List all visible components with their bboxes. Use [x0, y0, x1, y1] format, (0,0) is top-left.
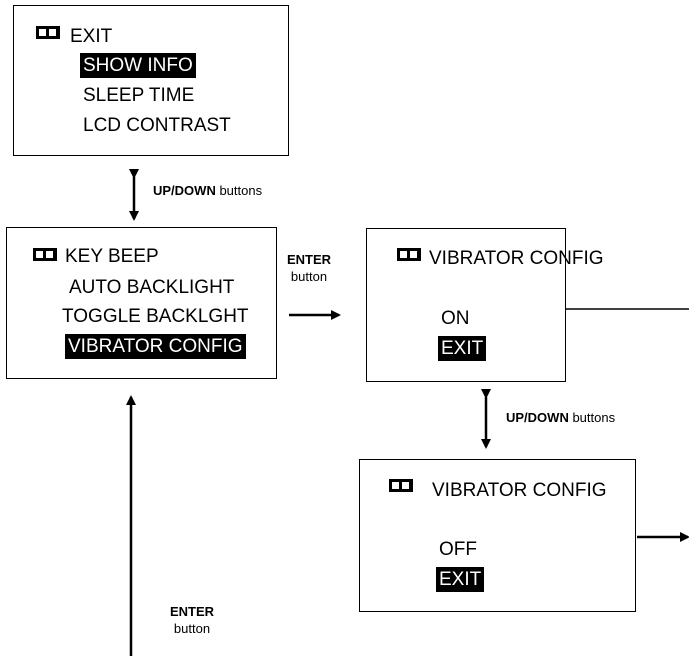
enter-label-1-bold: ENTER: [287, 252, 332, 267]
menu-item-auto-backlight[interactable]: AUTO BACKLIGHT: [69, 277, 235, 298]
vibrator-off-title: VIBRATOR CONFIG: [432, 480, 607, 501]
vibrator-item-exit[interactable]: EXIT: [438, 336, 487, 361]
vibrator-item-on[interactable]: ON: [441, 308, 470, 329]
battery-icon: [36, 26, 60, 39]
updown-label-1: UP/DOWN buttons: [153, 182, 262, 199]
battery-icon: [397, 248, 421, 261]
vibrator-on-title: VIBRATOR CONFIG: [429, 248, 604, 269]
updown-label-2-bold: UP/DOWN: [506, 410, 569, 425]
menu-item-show-info[interactable]: SHOW INFO: [80, 53, 196, 78]
enter-label-1-rest: button: [290, 269, 328, 284]
updown-label-2-rest: buttons: [568, 410, 616, 425]
enter-label-1: ENTER button: [287, 251, 331, 285]
menu-item-lcd-contrast[interactable]: LCD CONTRAST: [83, 115, 231, 136]
vibrator-item-off[interactable]: OFF: [439, 539, 477, 560]
enter-label-2: ENTER button: [170, 603, 214, 637]
menu-item-sleep-time[interactable]: SLEEP TIME: [83, 85, 195, 106]
vibrator-off-screen: VIBRATOR CONFIG OFF EXIT: [359, 459, 636, 612]
enter-label-2-bold: ENTER: [170, 604, 215, 619]
enter-label-2-rest: button: [173, 621, 211, 636]
menu-item-exit[interactable]: EXIT: [70, 26, 113, 47]
updown-label-1-rest: buttons: [215, 183, 263, 198]
vibrator-on-screen: VIBRATOR CONFIG ON EXIT: [366, 228, 604, 382]
settings-menu-screen: KEY BEEP AUTO BACKLIGHT TOGGLE BACKLGHT …: [6, 227, 277, 379]
updown-label-1-bold: UP/DOWN: [153, 183, 216, 198]
battery-icon: [389, 479, 413, 492]
menu-item-toggle-backlight[interactable]: TOGGLE BACKLGHT: [62, 306, 249, 327]
updown-label-2: UP/DOWN buttons: [506, 409, 615, 426]
battery-icon: [33, 248, 57, 261]
vibrator-item-exit[interactable]: EXIT: [436, 567, 485, 592]
menu-item-vibrator-config[interactable]: VIBRATOR CONFIG: [65, 334, 246, 359]
menu-item-key-beep[interactable]: KEY BEEP: [65, 246, 159, 267]
main-menu-screen: EXIT SHOW INFO SLEEP TIME LCD CONTRAST: [13, 5, 289, 156]
